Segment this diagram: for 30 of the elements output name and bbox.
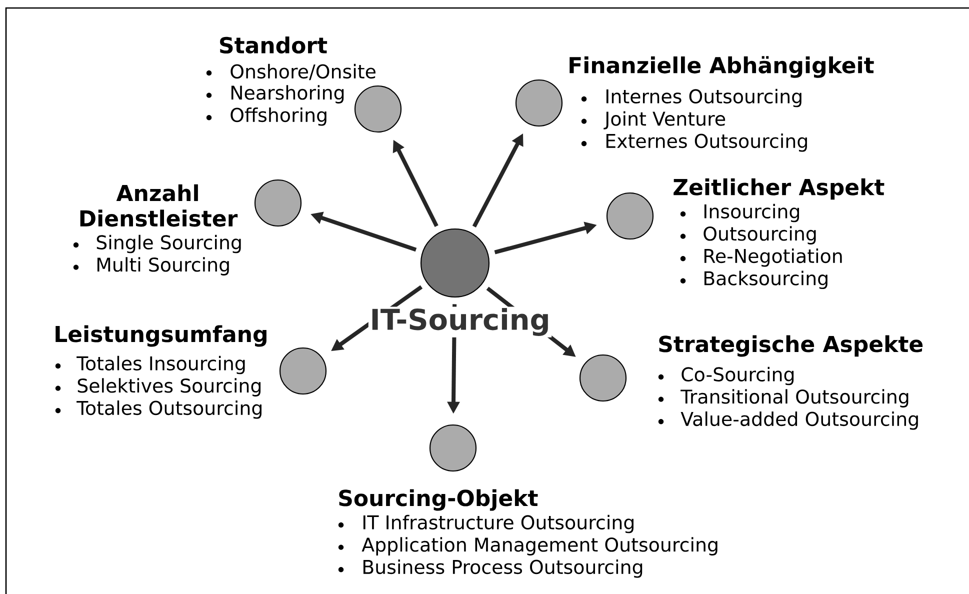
list-item: Onshore/Onsite (230, 64, 376, 80)
heading: Standort (220, 36, 328, 54)
list-item: Totales Insourcing (76, 356, 245, 374)
heading: Zeitlicher Aspekt (674, 178, 884, 200)
list-item: Re-Negotiation (704, 248, 842, 267)
heading: Finanzielle Abhängigkeit (570, 56, 874, 78)
list-item: Joint Venture (604, 111, 726, 130)
heading: Anzahl Dienstleister (80, 184, 238, 227)
circle (420, 228, 490, 298)
list-item: Single Sourcing (96, 234, 241, 254)
list-item: Business Process Outsourcing (363, 559, 642, 578)
heading: Strategische Aspekte (659, 335, 923, 357)
list-item: IT Infrastructure Outsourcing (363, 514, 634, 534)
list-item: Value-added Outsourcing (680, 411, 918, 430)
list-item: Backsourcing (704, 270, 828, 290)
heading: Leistungsumfang (56, 325, 266, 347)
list-item: Transitional Outsourcing (680, 389, 908, 408)
list-item: Nearshoring (231, 85, 344, 104)
list-item: Totales Outsourcing (76, 400, 262, 419)
list-item: Co-Sourcing (682, 366, 794, 386)
list-item: Outsourcing (704, 226, 816, 244)
list-item: Insourcing (704, 204, 799, 222)
heading: IT-Sourcing (368, 306, 552, 338)
list-item: Application Management Outsourcing (362, 537, 718, 556)
list-item: Internes Outsourcing (606, 88, 802, 108)
list-item: Selektives Sourcing (78, 378, 261, 396)
heading: Sourcing-Objekt (339, 489, 538, 511)
list-item: Externes Outsourcing (606, 133, 807, 152)
list-item: Multi Sourcing (97, 257, 229, 276)
list-item: Offshoring (230, 107, 326, 126)
